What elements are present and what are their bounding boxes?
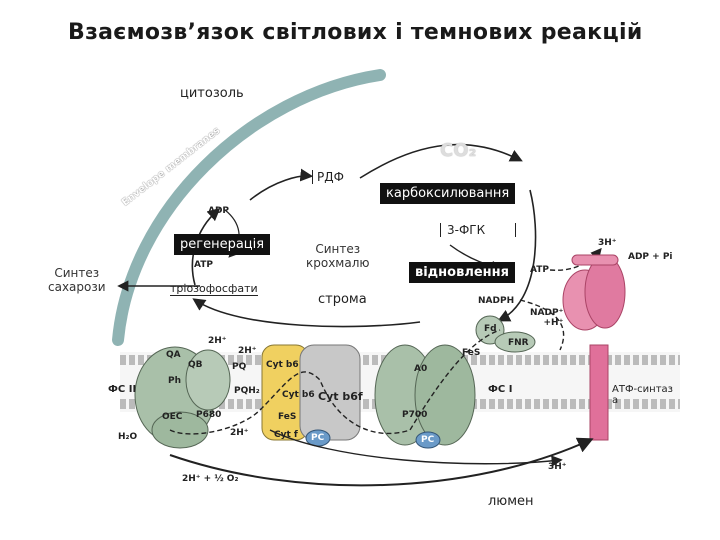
co2-label: CO₂ — [440, 140, 477, 161]
ph-label: Ph — [168, 376, 182, 386]
h-plus-out — [269, 429, 563, 467]
a0-label: A0 — [414, 364, 428, 374]
starch-synthesis-label: Синтез крохмалю — [306, 242, 370, 270]
p700-label: P700 — [402, 410, 428, 420]
atp-left-label: ATP — [194, 260, 214, 270]
nadph-label: NADPH — [478, 296, 515, 306]
cytb6-1-label: Cyt b6 — [266, 360, 299, 370]
ps1-label: ФС I — [488, 384, 513, 395]
pqh2-label: PQH₂ — [234, 386, 260, 396]
cytosol-label: цитозоль — [180, 86, 244, 101]
pc-2-label: PC — [421, 435, 435, 445]
ps2-label: ФС II — [108, 384, 137, 395]
arrow-atp-right — [549, 247, 602, 271]
oec-label: OEC — [162, 412, 183, 422]
h2o-label: H₂O — [118, 432, 138, 442]
stroma-label: строма — [318, 292, 367, 307]
lumen-label: люмен — [488, 494, 534, 509]
pga-label: 3-ФГК — [440, 223, 517, 237]
h3-bottom-label: 3H⁺ — [548, 462, 567, 472]
ps1-complex — [374, 315, 536, 446]
cycle-arrow-bottom — [192, 298, 421, 328]
atp-synthase — [562, 254, 626, 441]
h2-mid-label: 2H⁺ — [238, 346, 257, 356]
adp-pi-label: ADP + Pi — [628, 252, 673, 262]
adp-left-label: ADP — [208, 206, 230, 216]
h2-top-label: 2H⁺ — [208, 336, 227, 346]
qb-label: QB — [188, 360, 203, 370]
carboxylation-label: карбоксилювання — [380, 183, 516, 204]
lumen-arc — [169, 437, 594, 487]
cycle-arrow-right — [497, 189, 537, 322]
fes-top-label: FeS — [462, 348, 481, 358]
electron-flow — [169, 329, 501, 435]
fes-label: FeS — [278, 412, 297, 422]
cycle-arrow-rdf-co2 — [359, 143, 523, 179]
water-split-label: 2H⁺ + ½ O₂ — [182, 474, 239, 484]
sucrose-synthesis-label: Синтез сахарози — [48, 266, 106, 294]
ps2-complex — [134, 346, 231, 449]
pc-blob-2 — [415, 431, 441, 449]
rdf-label: РДФ — [312, 170, 344, 184]
cycle-arrow-top — [249, 168, 314, 201]
cytb6f-label: Cyt b6f — [318, 390, 363, 403]
h2-bottom-label: 2H⁺ — [230, 428, 249, 438]
arrow-nadph — [519, 299, 565, 351]
envelope-membrane — [112, 69, 386, 346]
cytb6-2-label: Cyt b6 — [282, 390, 315, 400]
pq-label: PQ — [232, 362, 247, 372]
atp-right-label: ATP — [530, 265, 550, 275]
atp-synthase-label: АТФ-синтаз а — [612, 384, 673, 406]
cytf-label: Cyt f — [274, 430, 298, 440]
nadp-label: NADP⁺ +H⁺ — [530, 308, 564, 328]
regeneration-label: регенерація — [174, 234, 271, 255]
fnr-label: FNR — [508, 338, 529, 348]
fd-label: Fd — [484, 324, 497, 334]
qa-label: QA — [166, 350, 181, 360]
pc-1-label: PC — [311, 433, 325, 443]
h3-top-label: 3H⁺ — [598, 238, 617, 248]
triose-phosphate-label: тріозофосфати — [170, 282, 258, 296]
reduction-label: відновлення — [409, 262, 515, 283]
p680-label: P680 — [196, 410, 222, 420]
page-title: Взаємозв’язок світлових і темнових реакц… — [68, 20, 643, 45]
